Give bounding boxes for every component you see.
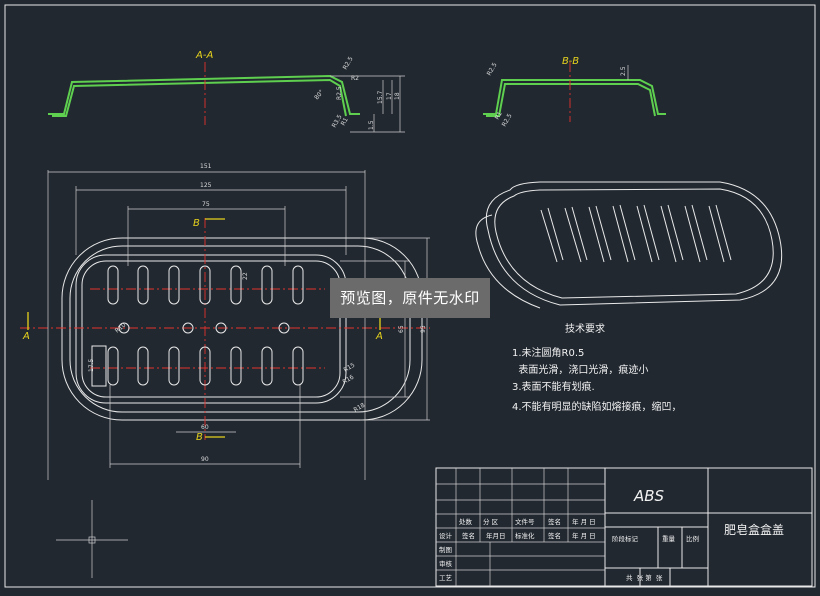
tb-d1: 年月日: [486, 531, 506, 540]
slot-left: [91, 345, 107, 387]
tb-h3: 签名: [548, 517, 561, 526]
dim-75: 75: [202, 201, 210, 208]
dim-r2-5-side: R2.5: [336, 86, 343, 100]
tb-h4: 年 月 日: [572, 517, 596, 526]
isometric-slots: [540, 204, 732, 263]
dim-bb-r2-5-a: R2.5: [486, 61, 499, 77]
plan-view: 151 125 75 60 90 65 95 22 17.5 R15 R16 R…: [20, 163, 430, 480]
tb-row-design: 设计: [439, 531, 453, 540]
tb-weight: 重量: [662, 535, 676, 543]
tb-d4: 年 月 日: [572, 531, 596, 540]
dim-90: 90: [201, 456, 209, 463]
outline-outer: [61, 237, 423, 421]
tb-h1: 分 区: [483, 517, 499, 526]
dim-15-7: 15.7: [377, 90, 384, 104]
tb-h2: 文件号: [515, 517, 535, 526]
dim-angle: 80°: [313, 89, 325, 102]
notes-line-1: 1.未注圆角R0.5: [512, 346, 584, 359]
tb-stage: 阶段标记: [612, 534, 639, 543]
tb-h0: 处数: [459, 517, 473, 526]
dim-65: 65: [398, 325, 405, 333]
dim-17: 17: [386, 92, 393, 100]
title-block: ABS 肥皂盒盒盖 处数 分 区 文件号 签名 年 月 日 设计 制图 审核 工…: [435, 467, 813, 587]
dim-bb-r1: R1: [494, 110, 504, 121]
section-b-b-label: B-B: [562, 56, 579, 67]
tb-row-process: 工艺: [439, 574, 453, 582]
tb-material: ABS: [633, 487, 665, 505]
tb-row-check: 审核: [439, 559, 453, 568]
dim-r15: R15: [343, 362, 357, 374]
tb-sheets: 共 张 第 张: [626, 573, 663, 582]
section-b-b-profile: [483, 79, 666, 115]
slots-top: [107, 265, 304, 305]
slots-bottom: [107, 346, 304, 386]
marker-a-left: A: [22, 331, 30, 342]
dim-125: 125: [200, 182, 212, 189]
marker-b-top: B: [193, 218, 200, 229]
crosshair: [56, 500, 128, 578]
section-b-b: B-B 2.5 R2.5 R2.5 R1: [483, 56, 666, 128]
notes-title: 技术要求: [565, 322, 605, 335]
dim-1-5: 1.5: [368, 120, 375, 130]
drawing-border: [4, 4, 816, 588]
dim-22: 22: [242, 272, 249, 280]
section-b-b-inner: [486, 83, 656, 117]
dim-r2-5-top: R2.5: [342, 55, 355, 71]
technical-notes: 技术要求 1.未注圆角R0.5 表面光滑，浇口光滑，痕迹小 3.表面不能有划痕.…: [512, 322, 682, 413]
dim-bb-2-5: 2.5: [620, 66, 627, 76]
notes-line-4: 4.不能有明显的缺陷如熔接痕，缩凹，: [512, 400, 682, 413]
tb-d3: 签名: [548, 531, 561, 540]
marker-a-right: A: [375, 331, 383, 342]
section-a-a: A-A 15.7 17 18 1.5 R2.5 R2 80° R3.5 R1 R…: [48, 50, 405, 133]
dim-r16: R16: [342, 374, 356, 386]
section-a-a-inner: [52, 78, 347, 117]
dim-r2: R2: [351, 75, 359, 82]
tb-d0: 签名: [462, 531, 475, 540]
section-a-a-label: A-A: [195, 50, 213, 61]
watermark: 预览图，原件无水印: [330, 278, 490, 318]
tb-part-name: 肥皂盒盒盖: [724, 522, 784, 537]
notes-line-3: 3.表面不能有划痕.: [512, 380, 595, 393]
dim-151: 151: [200, 163, 212, 170]
marker-b-bottom: B: [196, 432, 203, 443]
section-a-a-profile: [48, 74, 360, 115]
isometric-view: [475, 181, 783, 309]
holes: [118, 322, 290, 334]
dim-18: 18: [394, 92, 401, 100]
tb-scale: 比例: [686, 534, 699, 543]
notes-line-2: 表面光滑，浇口光滑，痕迹小: [512, 363, 648, 376]
dim-17-5: 17.5: [88, 358, 95, 372]
dim-r1: R1: [340, 116, 350, 127]
dim-95: 95: [420, 325, 427, 333]
tb-row-draw: 制图: [439, 545, 452, 554]
dim-60: 60: [201, 424, 209, 431]
tb-d2: 标准化: [515, 531, 535, 540]
